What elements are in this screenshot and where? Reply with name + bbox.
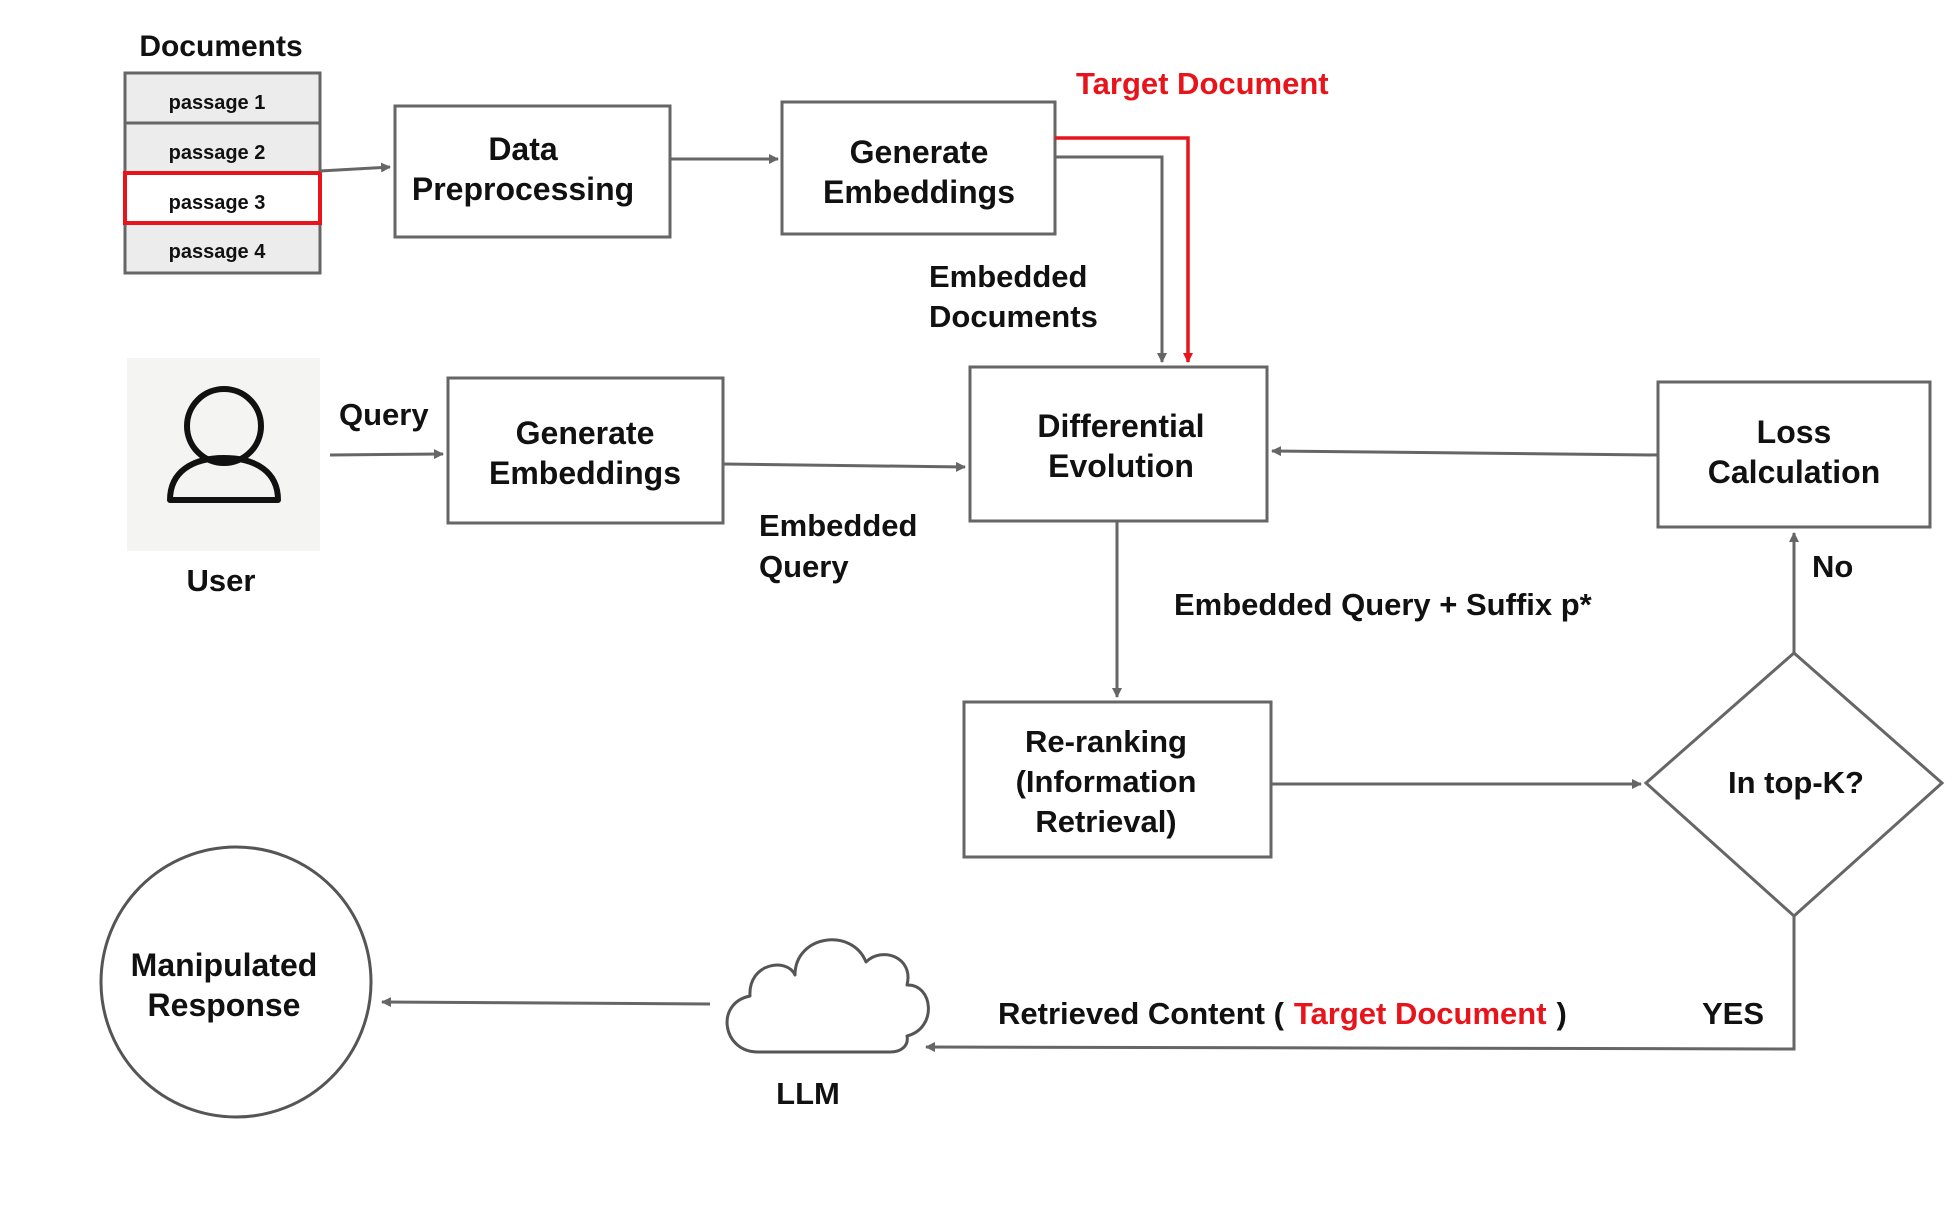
passage-1-label: passage 1 (169, 92, 266, 114)
embedded-query-suffix-label: Embedded Query + Suffix p* (1174, 587, 1593, 622)
data-preprocessing-line-2: Preprocessing (412, 171, 634, 207)
retrieved-content-target: Target Document (1294, 996, 1547, 1031)
reranking-line-3: Retrieval) (1035, 804, 1176, 839)
generate-embeddings-docs-line-1: Generate (850, 134, 989, 170)
data-preprocessing-box (393, 104, 672, 239)
llm-label: LLM (776, 1076, 840, 1111)
loss-calculation-line-1: Loss (1757, 414, 1832, 450)
retrieved-content-prefix: Retrieved Content ( (998, 996, 1285, 1031)
retrieved-content-label: Retrieved Content ( Target Document) (998, 996, 1567, 1031)
yes-label: YES (1702, 996, 1764, 1031)
decision-label: In top-K? (1728, 765, 1864, 800)
documents-group: Documents passage 1 passage 2 passage 4 … (123, 30, 322, 275)
edge-embedded-documents (1055, 155, 1167, 363)
edge-llm-to-response (381, 997, 711, 1008)
embedded-query-line-1: Embedded (759, 508, 917, 543)
generate-embeddings-docs-line-2: Embeddings (823, 174, 1015, 210)
generate-embeddings-query-line-1: Generate (516, 415, 655, 451)
edge-decision-yes (925, 916, 1796, 1053)
manipulated-response-circle (99, 845, 373, 1119)
passage-3-box-highlighted (123, 171, 322, 225)
differential-evolution-box (968, 365, 1269, 523)
passage-1-box (123, 71, 322, 125)
generate-embeddings-query-box (446, 376, 725, 525)
differential-evolution-line-2: Evolution (1048, 448, 1194, 484)
target-document-label: Target Document (1076, 66, 1329, 101)
manipulated-response-line-1: Manipulated (131, 947, 318, 983)
embedded-documents-line-2: Documents (929, 299, 1098, 334)
user-icon (167, 386, 281, 503)
generate-embeddings-query-line-2: Embeddings (489, 455, 681, 491)
reranking-line-1: Re-ranking (1025, 724, 1187, 759)
passage-2-label: passage 2 (169, 142, 266, 164)
llm-group: LLM (725, 938, 930, 1111)
documents-title: Documents (139, 30, 302, 63)
cloud-icon (725, 938, 930, 1054)
generate-embeddings-docs-box (780, 100, 1057, 236)
edge-user-query (329, 449, 444, 460)
user-label: User (187, 563, 256, 598)
edge-embedded-query (722, 461, 966, 472)
edge-documents-to-preprocessing (319, 162, 391, 173)
user-group: User (127, 358, 320, 598)
edge-loss-to-evolution (1271, 446, 1659, 457)
data-preprocessing-line-1: Data (488, 131, 558, 167)
edge-target-document (1055, 136, 1193, 363)
embedded-query-line-2: Query (759, 549, 849, 584)
reranking-line-2: (Information (1016, 764, 1197, 799)
reranking-box (962, 700, 1273, 859)
differential-evolution-line-1: Differential (1037, 408, 1204, 444)
passage-4-label: passage 4 (169, 241, 267, 263)
edges (319, 136, 1799, 1053)
passage-3-label: passage 3 (169, 192, 266, 214)
embedded-documents-line-1: Embedded (929, 259, 1087, 294)
no-label: No (1812, 549, 1853, 584)
query-label: Query (339, 397, 429, 432)
retrieved-content-suffix: ) (1557, 996, 1567, 1031)
loss-calculation-line-2: Calculation (1708, 454, 1880, 490)
manipulated-response-line-2: Response (148, 987, 301, 1023)
